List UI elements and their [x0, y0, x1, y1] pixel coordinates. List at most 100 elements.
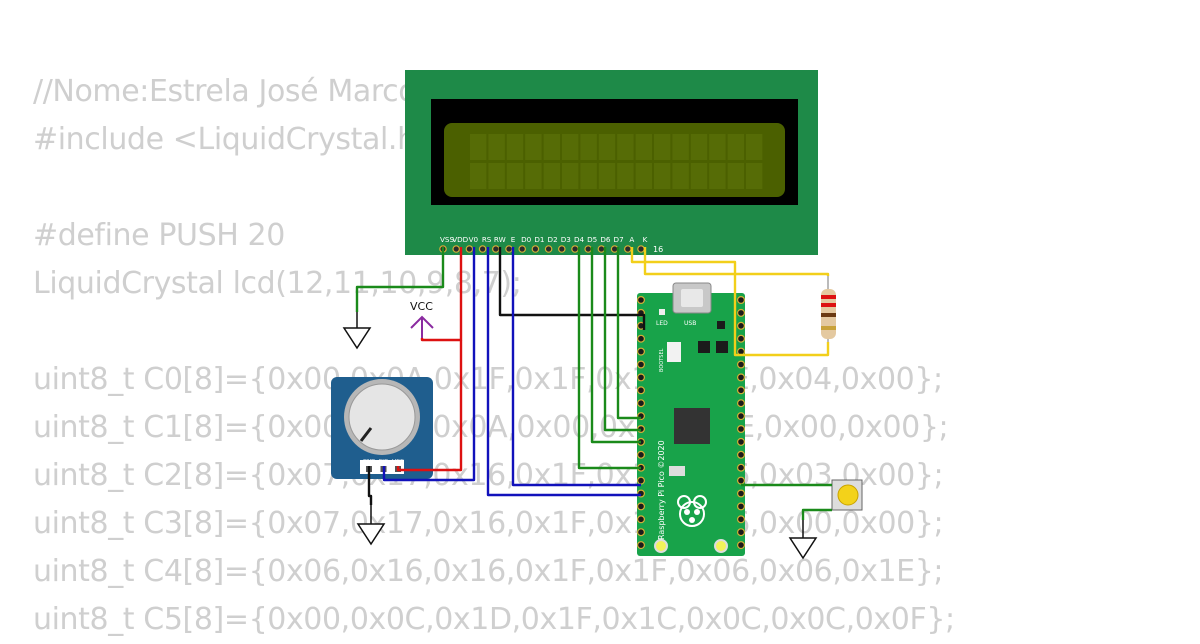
wire-d7 [616, 247, 641, 420]
wire-d4 [577, 247, 641, 470]
pico-pin-pad[interactable] [636, 334, 645, 343]
pico-pin-pad[interactable] [736, 425, 745, 434]
lcd-char-cell [617, 163, 634, 189]
lcd-pin-pad[interactable] [452, 245, 461, 253]
pico-chip-small-2 [716, 341, 728, 353]
pico-pin-pad[interactable] [636, 296, 645, 305]
lcd-pin-pad[interactable] [478, 245, 487, 253]
pico-pin-pad[interactable] [736, 502, 745, 511]
pico-pin-pad[interactable] [636, 541, 645, 550]
pico-pin-pad[interactable] [736, 296, 745, 305]
pico-pin-pad[interactable] [736, 308, 745, 317]
lcd-pin-label: E [511, 235, 516, 244]
lcd-pin-label: V0 [469, 235, 479, 244]
pico-pin-pad[interactable] [636, 476, 645, 485]
pico-pin-pad[interactable] [736, 450, 745, 459]
vcc-arrow-icon [410, 315, 434, 338]
pico-test-pad [669, 466, 685, 476]
lcd-pin-pad[interactable] [557, 245, 566, 253]
pico-pin-pad[interactable] [636, 373, 645, 382]
potentiometer-knob-icon[interactable] [348, 383, 416, 451]
pico-pin-pad[interactable] [636, 450, 645, 459]
pico-pin-pad[interactable] [736, 489, 745, 498]
pico-pin-pad[interactable] [736, 476, 745, 485]
pot-pin-label: VCC [392, 459, 404, 465]
pico-pin-pad[interactable] [636, 528, 645, 537]
pico-pin-pad[interactable] [736, 321, 745, 330]
wire-rw [498, 247, 646, 330]
pico-pin-pad[interactable] [736, 515, 745, 524]
lcd-pin-pad[interactable] [571, 245, 579, 253]
lcd-char-cell [470, 134, 487, 160]
lcd-char-cell [672, 134, 689, 160]
pico-bootsel-label: BOOTSEL [659, 348, 665, 372]
pico-pin-pad[interactable] [636, 386, 645, 395]
ground-symbol-button [788, 520, 818, 560]
pico-board[interactable]: USB LED BOOTSEL Raspberry Pi Pico ©2020 [636, 282, 745, 556]
lcd-char-cell [690, 134, 708, 160]
lcd-char-cell [635, 134, 652, 160]
lcd-pin-label: D6 [600, 235, 611, 244]
lcd-char-cell [727, 134, 744, 160]
lcd-pin-pad[interactable] [505, 245, 513, 253]
resistor-band-2 [821, 303, 836, 307]
vcc-label: VCC [410, 300, 433, 313]
pico-pin-pad[interactable] [736, 399, 745, 408]
pico-pin-pad[interactable] [736, 528, 745, 537]
pot-pin-label: GND [363, 459, 376, 465]
pico-pin-pad[interactable] [736, 437, 745, 446]
pico-pin-pad[interactable] [736, 412, 745, 421]
lcd-char-cell [525, 163, 542, 189]
lcd-character-cells [470, 134, 763, 189]
lcd-pin-pad[interactable] [623, 245, 632, 253]
pico-pin-pad[interactable] [736, 373, 745, 382]
lcd-pin-pad[interactable] [518, 245, 527, 253]
pushbutton-cap-icon[interactable] [837, 484, 859, 506]
pico-pin-pad[interactable] [636, 360, 645, 369]
lcd-char-cell [580, 163, 597, 189]
pico-pin-pad[interactable] [736, 541, 745, 550]
lcd-pin-pad[interactable] [491, 245, 500, 253]
lcd-pin-pad[interactable] [584, 245, 593, 253]
pico-pin-pad[interactable] [736, 386, 745, 395]
pico-pin-pad[interactable] [636, 399, 645, 408]
code-line: #define PUSH 20 [33, 218, 285, 253]
pico-pin-pad[interactable] [636, 347, 645, 356]
lcd-char-cell [617, 134, 634, 160]
lcd-pin-pad[interactable] [531, 245, 540, 253]
ground-symbol-lcd [342, 312, 372, 350]
lcd-pin-pad[interactable] [544, 245, 553, 253]
lcd-pin-pad[interactable] [597, 245, 606, 253]
wire-k-resistor [643, 247, 830, 276]
lcd-char-cell [470, 163, 487, 189]
pico-mount-hole-bl [654, 539, 668, 553]
code-line: uint8_t C4[8]={0x06,0x16,0x16,0x1F,0x1F,… [33, 554, 944, 589]
resistor-band-1 [821, 295, 836, 299]
pico-pin-pad[interactable] [736, 463, 745, 472]
pico-pin-pad[interactable] [636, 515, 645, 524]
pico-pin-pad[interactable] [736, 334, 745, 343]
pushbutton[interactable] [831, 479, 863, 511]
wires [355, 247, 832, 520]
lcd-pin-label: VDD [452, 235, 468, 244]
bootsel-button-icon[interactable] [667, 342, 681, 362]
wire-a-resistor [630, 247, 830, 357]
pico-pin-pad[interactable] [636, 502, 645, 511]
lcd-char-cell [598, 134, 616, 160]
pico-pin-pad[interactable] [736, 360, 745, 369]
resistor[interactable] [821, 276, 836, 342]
lcd-char-cell [672, 163, 689, 189]
lcd-char-cell [709, 134, 726, 160]
lcd-char-cell [635, 163, 652, 189]
rp2040-chip-icon [674, 408, 710, 444]
code-line: #include <LiquidCrystal.h> [33, 122, 441, 157]
lcd-pin-pad[interactable] [465, 245, 474, 253]
wire-vdd-vcc [420, 247, 463, 342]
lcd-pin-pad[interactable] [637, 245, 645, 253]
lcd-char-cell [709, 163, 726, 189]
code-line: uint8_t C0[8]={0x00,0x0A,0x1F,0x1F,0x1F,… [33, 362, 943, 397]
